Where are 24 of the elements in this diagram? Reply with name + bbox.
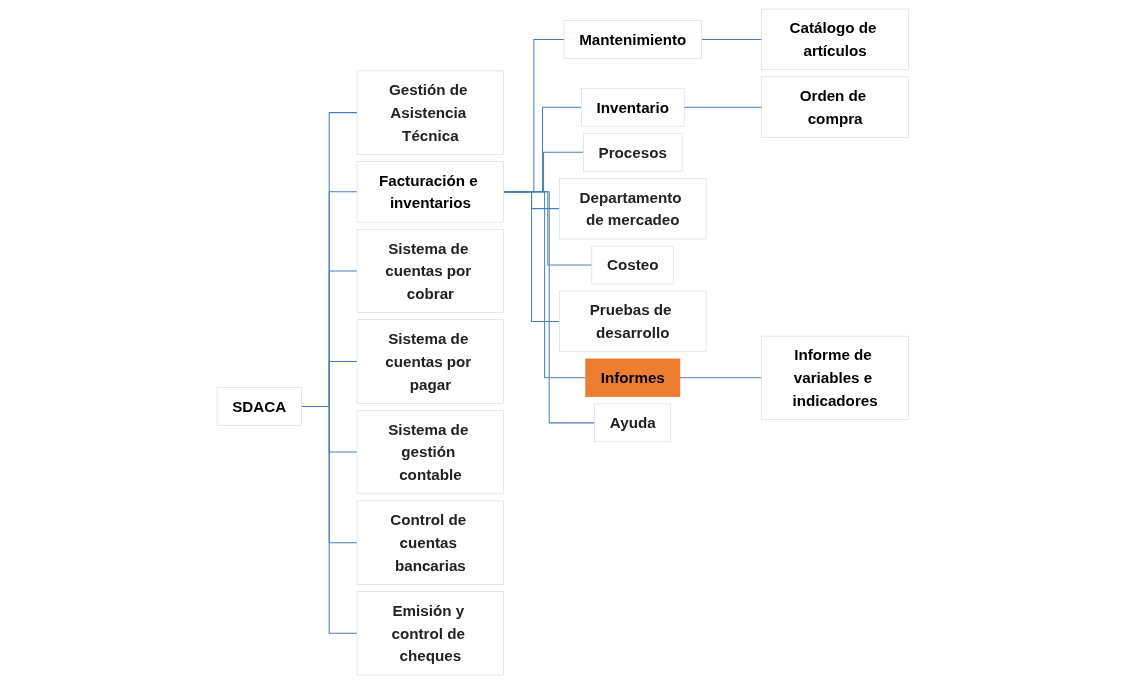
node-box: Ayuda <box>594 403 671 443</box>
node-box: Facturación e inventarios <box>356 161 504 223</box>
node-box: Procesos <box>582 133 683 172</box>
connector <box>502 191 595 424</box>
node-box: Sistema de gestión contable <box>356 410 504 495</box>
node-box: Informe de variables e indicadores <box>761 335 909 420</box>
connector <box>700 38 762 40</box>
connector <box>679 377 762 379</box>
node-box: Departamento de mercadeo <box>558 178 707 240</box>
node-box: Costeo <box>591 245 674 285</box>
node-box: Gestión de Asistencia Técnica <box>356 70 504 155</box>
node-box: Informes <box>585 358 680 398</box>
connector <box>300 406 358 634</box>
node-box: Mantenimiento <box>563 20 702 59</box>
node-box: Control de cuentas bancarias <box>356 500 504 585</box>
connector <box>683 106 762 108</box>
node-box: Orden de compra <box>761 76 909 138</box>
node-box: Inventario <box>580 87 685 127</box>
node-box: Pruebas de desarrollo <box>558 290 707 353</box>
node-box: SDACA <box>216 387 302 426</box>
node-box: Emisión y control de cheques <box>356 591 504 676</box>
node-box: Catálogo de artículos <box>761 8 909 70</box>
node-box: Sistema de cuentas por cobrar <box>356 229 504 313</box>
node-box: Sistema de cuentas por pagar <box>356 319 504 404</box>
